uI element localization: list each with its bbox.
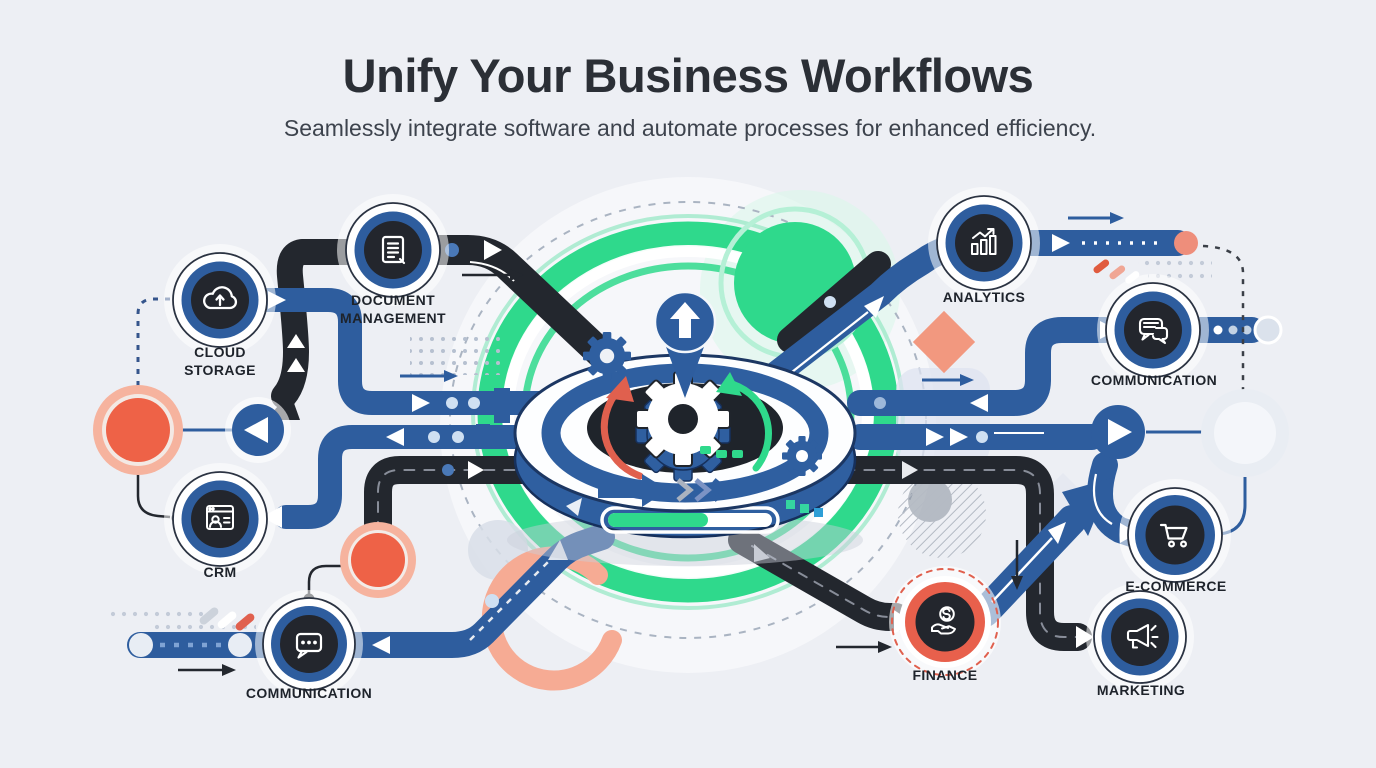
progress-fill — [608, 513, 708, 527]
contact-window-icon — [206, 505, 234, 530]
bar-chart-icon — [971, 228, 997, 255]
node-e-commerce — [1119, 479, 1231, 591]
light-endpoint — [1253, 315, 1283, 345]
blue-path-decorations — [129, 231, 1283, 657]
orange-node — [351, 533, 405, 587]
cloud-upload-icon — [203, 286, 238, 310]
small-gear-icon — [781, 436, 823, 476]
label-marketing: MARKETING — [1096, 682, 1186, 698]
chevron-up-icon — [287, 334, 305, 348]
node-marketing — [1086, 583, 1194, 691]
shopping-cart-icon — [1159, 523, 1188, 548]
arrow-right-icon — [484, 240, 502, 260]
document-icon — [381, 235, 406, 265]
blue-paths — [127, 230, 1265, 658]
endpoint-circles — [93, 385, 1289, 598]
node-document-management — [337, 194, 449, 306]
small-gear-icon — [582, 332, 632, 380]
node-finance — [889, 566, 1001, 678]
orange-node — [106, 398, 170, 462]
label-analytics: ANALYTICS — [942, 289, 1026, 305]
up-arrow-icon — [670, 302, 700, 338]
dot-grid — [410, 329, 506, 375]
salmon-endpoint — [1174, 231, 1198, 255]
node-analytics — [928, 187, 1040, 299]
chevron-up-icon — [287, 358, 305, 372]
hatched-circle — [898, 470, 986, 558]
label-communication-bottom: COMMUNICATION — [245, 685, 373, 701]
node-communication-bottom — [255, 590, 363, 698]
sync-red-arrow — [600, 384, 644, 480]
node-cloud-storage — [164, 244, 276, 356]
big-arrowhead — [1062, 478, 1112, 536]
small-arrows — [178, 269, 1023, 676]
page-title: Unify Your Business Workflows — [342, 49, 1034, 102]
arrow-right-icon — [1076, 626, 1094, 648]
node-crm — [164, 463, 276, 575]
label-communication-right: COMMUNICATION — [1090, 372, 1218, 388]
orange-diamond — [912, 310, 976, 374]
central-hub — [507, 290, 863, 566]
hand-coin-icon — [931, 606, 956, 635]
label-finance: FINANCE — [912, 667, 978, 683]
page-subtitle: Seamlessly integrate software and automa… — [283, 115, 1097, 141]
label-crm: CRM — [203, 564, 237, 580]
rounded-square — [896, 368, 990, 468]
label-cloud-storage: CLOUD STORAGE — [184, 344, 256, 379]
location-pin-icon — [653, 290, 717, 398]
arrow-left-icon — [970, 394, 988, 412]
label-document-management: DOCUMENT MANAGEMENT — [340, 292, 446, 327]
play-right-icon — [1108, 419, 1132, 445]
arrow-left-icon — [386, 428, 404, 446]
megaphone-icon — [1126, 623, 1159, 649]
small-blue-arrows — [400, 212, 1124, 386]
arrow-left-icon — [372, 636, 390, 654]
nodes — [164, 187, 1231, 698]
node-communication-right — [1097, 274, 1209, 386]
chat-ellipsis-icon — [295, 632, 323, 659]
sync-green-arrow — [728, 380, 772, 472]
slant-dashes — [199, 259, 1140, 631]
chat-bubbles-icon — [1138, 317, 1169, 345]
label-e-commerce: E-COMMERCE — [1125, 578, 1227, 594]
play-left-icon — [244, 417, 268, 443]
